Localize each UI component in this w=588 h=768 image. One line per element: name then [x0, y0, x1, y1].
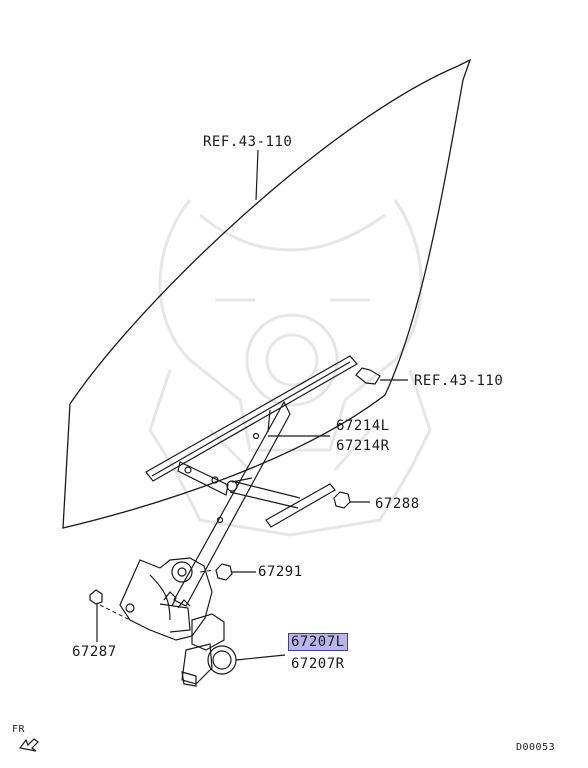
- part-67288-label: 67288: [375, 496, 420, 512]
- dashed-guide-nut: [199, 569, 215, 573]
- fr-label: FR: [12, 724, 26, 735]
- dashed-guide-bolt: [99, 604, 131, 621]
- nut-67288: [333, 491, 370, 509]
- door-glass-outline: [62, 58, 472, 529]
- part-67207r-label: 67207R: [291, 656, 345, 672]
- regulator-gear-sector: [119, 557, 213, 641]
- regulator-cross-rail: [177, 461, 336, 528]
- glass-ref-leader: [255, 149, 259, 201]
- glass-ref-label: REF.43-110: [203, 134, 293, 150]
- bolt-67287: [89, 589, 103, 642]
- nut-67291: [215, 563, 256, 581]
- part-67291-label: 67291: [258, 564, 303, 580]
- fr-arrow-icon: [18, 738, 39, 752]
- part-67214r-label: 67214R: [336, 438, 390, 454]
- clip-ref-label: REF.43-110: [414, 373, 504, 389]
- regulator-diagonal-arm: [173, 400, 291, 607]
- clip-fastener: [355, 367, 408, 385]
- part-67214l-label: 67214L: [336, 418, 390, 434]
- regulator-upper-rail: [145, 355, 358, 484]
- diagram-code-label: D00053: [516, 742, 556, 753]
- regulator-motor: [181, 613, 286, 687]
- watermark-logo: [148, 199, 432, 537]
- part-67207l-label-highlighted[interactable]: 67207L: [288, 633, 348, 651]
- part-67287-label: 67287: [72, 644, 117, 660]
